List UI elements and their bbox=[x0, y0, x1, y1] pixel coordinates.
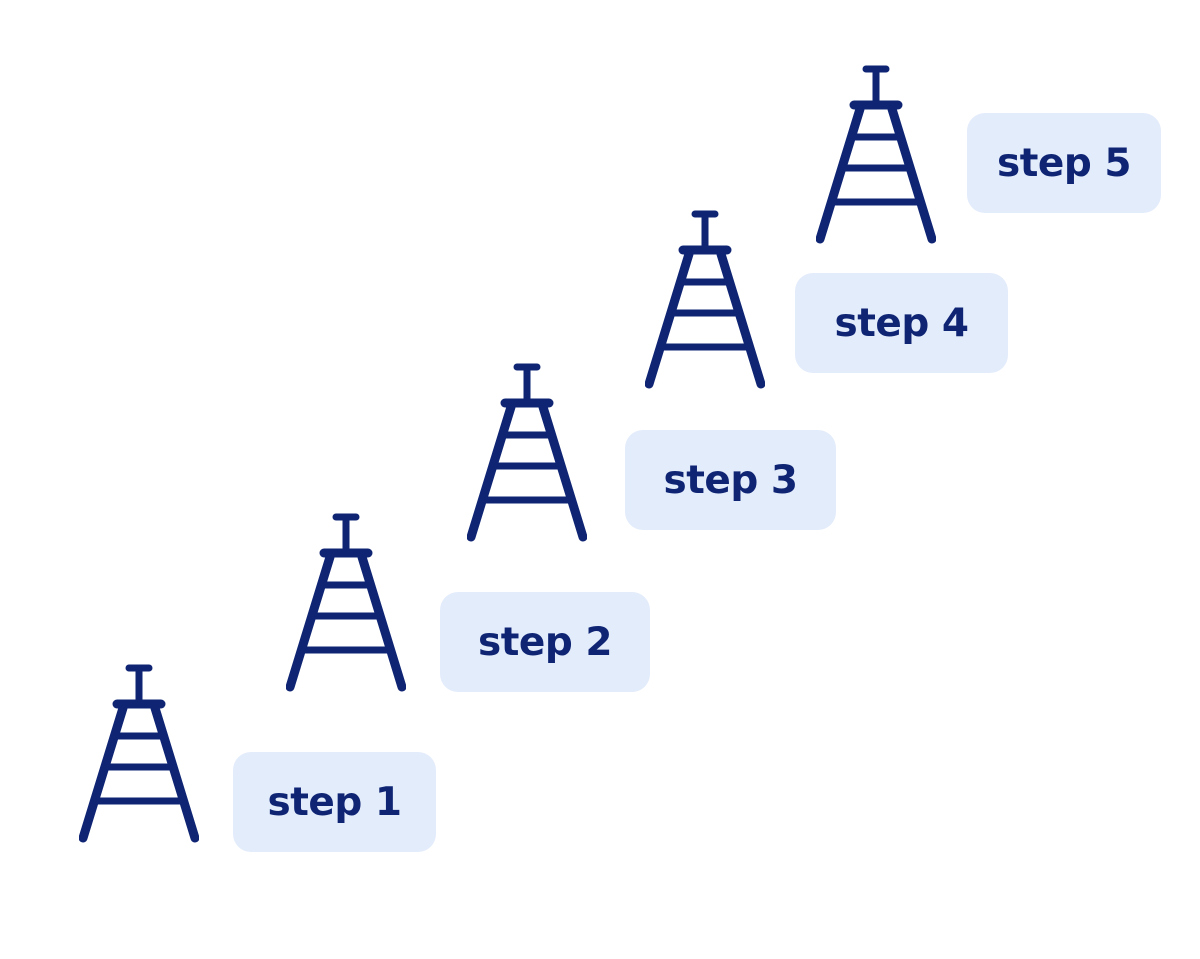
step-label: step 5 bbox=[967, 113, 1161, 213]
tower-icon bbox=[467, 363, 587, 543]
step-label: step 3 bbox=[625, 430, 836, 530]
step-label: step 4 bbox=[795, 273, 1008, 373]
step-label: step 2 bbox=[440, 592, 650, 692]
tower-icon bbox=[286, 513, 406, 693]
step-label: step 1 bbox=[233, 752, 436, 852]
tower-icon bbox=[816, 65, 936, 245]
tower-icon bbox=[645, 210, 765, 390]
tower-icon bbox=[79, 664, 199, 844]
